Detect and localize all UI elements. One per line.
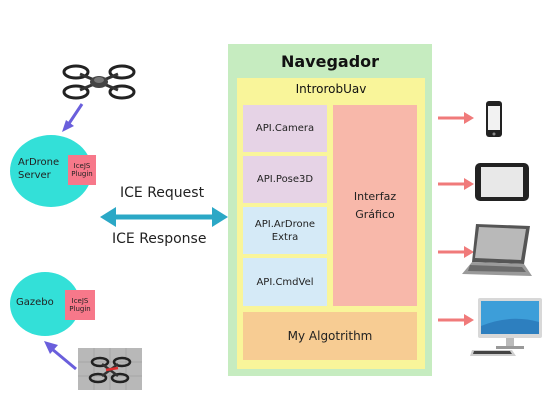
- gazebo-sim-icon: [78, 348, 142, 390]
- drone-icon: [62, 64, 136, 100]
- gazebo-server: Gazebo IceJS Plugin: [10, 272, 95, 336]
- laptop-icon: [462, 224, 532, 276]
- browser-title: Navegador: [280, 52, 380, 71]
- browser-box: Navegador IntrorobUav API.Camera API.Pos…: [228, 44, 432, 376]
- arrow-to-tablet: [438, 178, 474, 190]
- arrow-to-smartphone: [438, 112, 474, 124]
- smartphone-icon: [486, 101, 502, 137]
- app-box: IntrorobUav API.Camera API.Pose3D API.Ar…: [237, 78, 425, 369]
- arrow-to-desktop: [438, 314, 474, 326]
- algorithm-box: My Algotrithm: [243, 312, 417, 360]
- desktop-monitor-icon: [470, 298, 542, 356]
- icejs-plugin-gazebo: IceJS Plugin: [65, 290, 95, 320]
- app-title: IntrorobUav: [295, 82, 367, 96]
- device-arrows: [438, 112, 474, 326]
- ardrone-server: ArDrone Server IceJS Plugin: [10, 135, 96, 207]
- drone-to-server-arrow: [62, 103, 84, 132]
- icejs-plugin-ardrone: IceJS Plugin: [68, 155, 96, 185]
- api-ardrone-extra-box: API.ArDrone Extra: [243, 207, 327, 254]
- gui-box: Interfaz Gráfico: [333, 105, 417, 306]
- tablet-icon: [475, 163, 529, 201]
- ardrone-server-label: ArDrone Server: [18, 157, 60, 181]
- api-camera-box: API.Camera: [243, 105, 327, 152]
- api-cmdvel-box: API.CmdVel: [243, 258, 327, 306]
- ice-request-label: ICE Request: [120, 185, 205, 201]
- ice-response-label: ICE Response: [112, 231, 207, 247]
- arrow-to-laptop: [438, 246, 474, 258]
- api-pose3d-box: API.Pose3D: [243, 156, 327, 203]
- ice-double-arrow: [100, 207, 228, 227]
- gazebo-server-label: Gazebo: [16, 297, 54, 308]
- sim-to-server-arrow: [44, 341, 77, 371]
